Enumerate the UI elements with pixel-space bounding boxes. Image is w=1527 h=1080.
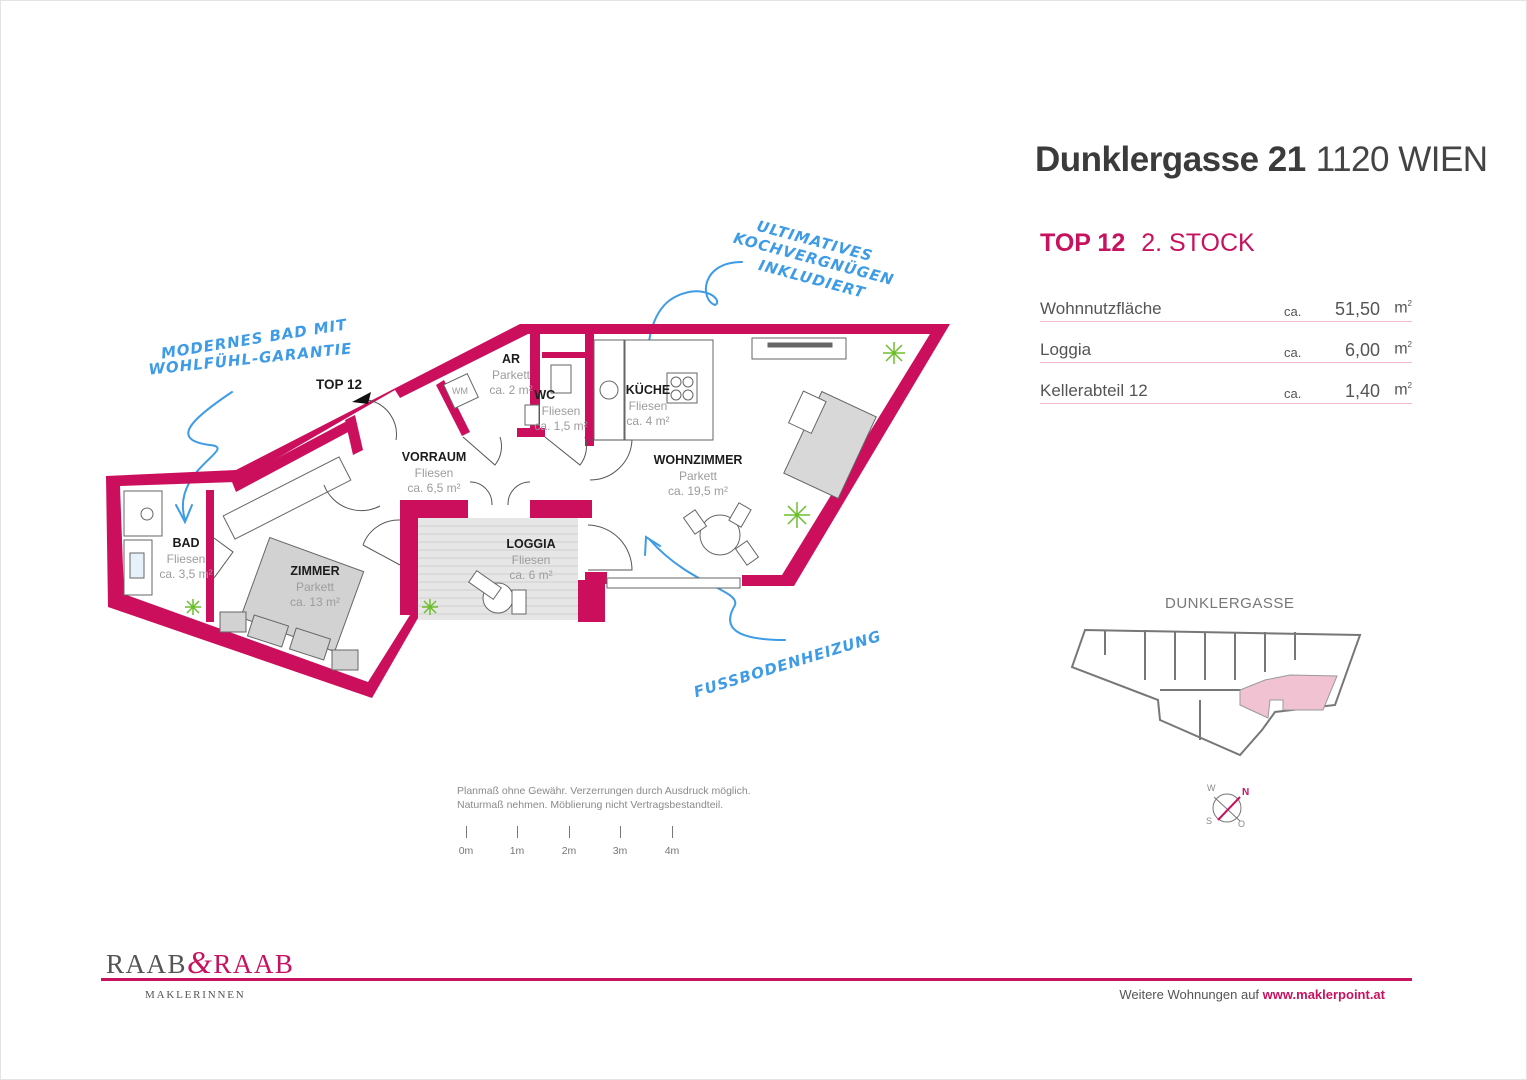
- shower-drain-icon: [140, 507, 154, 521]
- washer-label: WM: [452, 386, 468, 396]
- area-approx: ca.: [1284, 386, 1302, 401]
- wc-sink-icon: [524, 404, 540, 426]
- area-value: 1,40: [1344, 381, 1380, 401]
- area-row: Kellerabteil 12 ca. 1,40 m2: [1040, 379, 1412, 420]
- scale-label: 0m: [458, 845, 474, 857]
- window: [606, 577, 741, 589]
- area-unit: m2: [1394, 340, 1412, 358]
- tv-sideboard: [751, 337, 847, 360]
- footer-divider: [101, 978, 1412, 981]
- site-plan-street: DUNKLERGASSE: [1165, 595, 1295, 612]
- compass-south: S: [1206, 816, 1213, 826]
- stove-icon: [666, 372, 698, 404]
- scale-label: 4m: [664, 845, 680, 857]
- doors: [213, 399, 633, 579]
- area-label: Wohnnutzfläche: [1040, 299, 1162, 318]
- city: 1120 WIEN: [1315, 140, 1488, 179]
- area-value: 6,00: [1344, 340, 1380, 360]
- area-label: Loggia: [1040, 340, 1092, 359]
- area-table: Wohnnutzfläche ca. 51,50 m2 Loggia ca. 6…: [1040, 297, 1412, 420]
- compass-icon: [1212, 793, 1242, 823]
- compass-west: W: [1207, 783, 1216, 793]
- bath-arrow-icon: [181, 391, 233, 521]
- entrance-arrow-icon: [352, 392, 371, 404]
- entrance-label: TOP 12: [316, 377, 363, 392]
- kitchen-sink-icon: [599, 380, 619, 400]
- scale-tick: [569, 826, 570, 838]
- area-approx: ca.: [1284, 304, 1302, 319]
- scale-label: 2m: [561, 845, 577, 857]
- unit-number: TOP 12: [1040, 229, 1126, 257]
- disclaimer-line: Naturmaß nehmen. Möblierung nicht Vertra…: [457, 799, 724, 811]
- area-value: 51,50: [1334, 299, 1380, 319]
- scale-label: 3m: [612, 845, 628, 857]
- area-unit: m2: [1394, 299, 1412, 317]
- compass-north: N: [1242, 787, 1250, 798]
- area-label: Kellerabteil 12: [1040, 381, 1148, 400]
- compass-east: O: [1238, 819, 1246, 829]
- street-address: Dunklergasse 21: [1035, 140, 1306, 179]
- walls: [106, 324, 950, 698]
- scale-label: 1m: [509, 845, 525, 857]
- scale-tick: [620, 826, 621, 838]
- heating-arrow-icon: [649, 539, 786, 641]
- dining-table: [699, 514, 741, 556]
- plant-icons: [185, 342, 905, 615]
- disclaimer: Planmaß ohne Gewähr. Verzerrungen durch …: [457, 784, 751, 812]
- footer-more-apartments: Weitere Wohnungen auf www.maklerpoint.at: [1119, 987, 1385, 1002]
- unit-highlight: [1239, 674, 1338, 719]
- website-link[interactable]: www.maklerpoint.at: [1262, 987, 1385, 1002]
- area-row: Loggia ca. 6,00 m2: [1040, 338, 1412, 379]
- coffee-table: [787, 390, 827, 435]
- scale-tick: [466, 826, 467, 838]
- area-row: Wohnnutzfläche ca. 51,50 m2: [1040, 297, 1412, 338]
- company-tagline: MAKLERINNEN: [145, 989, 246, 1001]
- scale-tick: [672, 826, 673, 838]
- fixtures: [123, 337, 877, 671]
- wardrobe: [222, 456, 352, 540]
- disclaimer-line: Planmaß ohne Gewähr. Verzerrungen durch …: [457, 785, 751, 797]
- washing-machine-icon: [443, 373, 479, 409]
- toilet-icon: [550, 364, 572, 394]
- site-plan: [1070, 628, 1362, 757]
- sofa: [783, 390, 877, 500]
- area-approx: ca.: [1284, 345, 1302, 360]
- area-unit: m2: [1394, 381, 1412, 399]
- floor-level: 2. STOCK: [1141, 229, 1255, 257]
- scale-tick: [517, 826, 518, 838]
- unit-heading: TOP 12 2. STOCK: [1040, 229, 1255, 258]
- company-logo: RAAB&RAAB: [106, 944, 295, 980]
